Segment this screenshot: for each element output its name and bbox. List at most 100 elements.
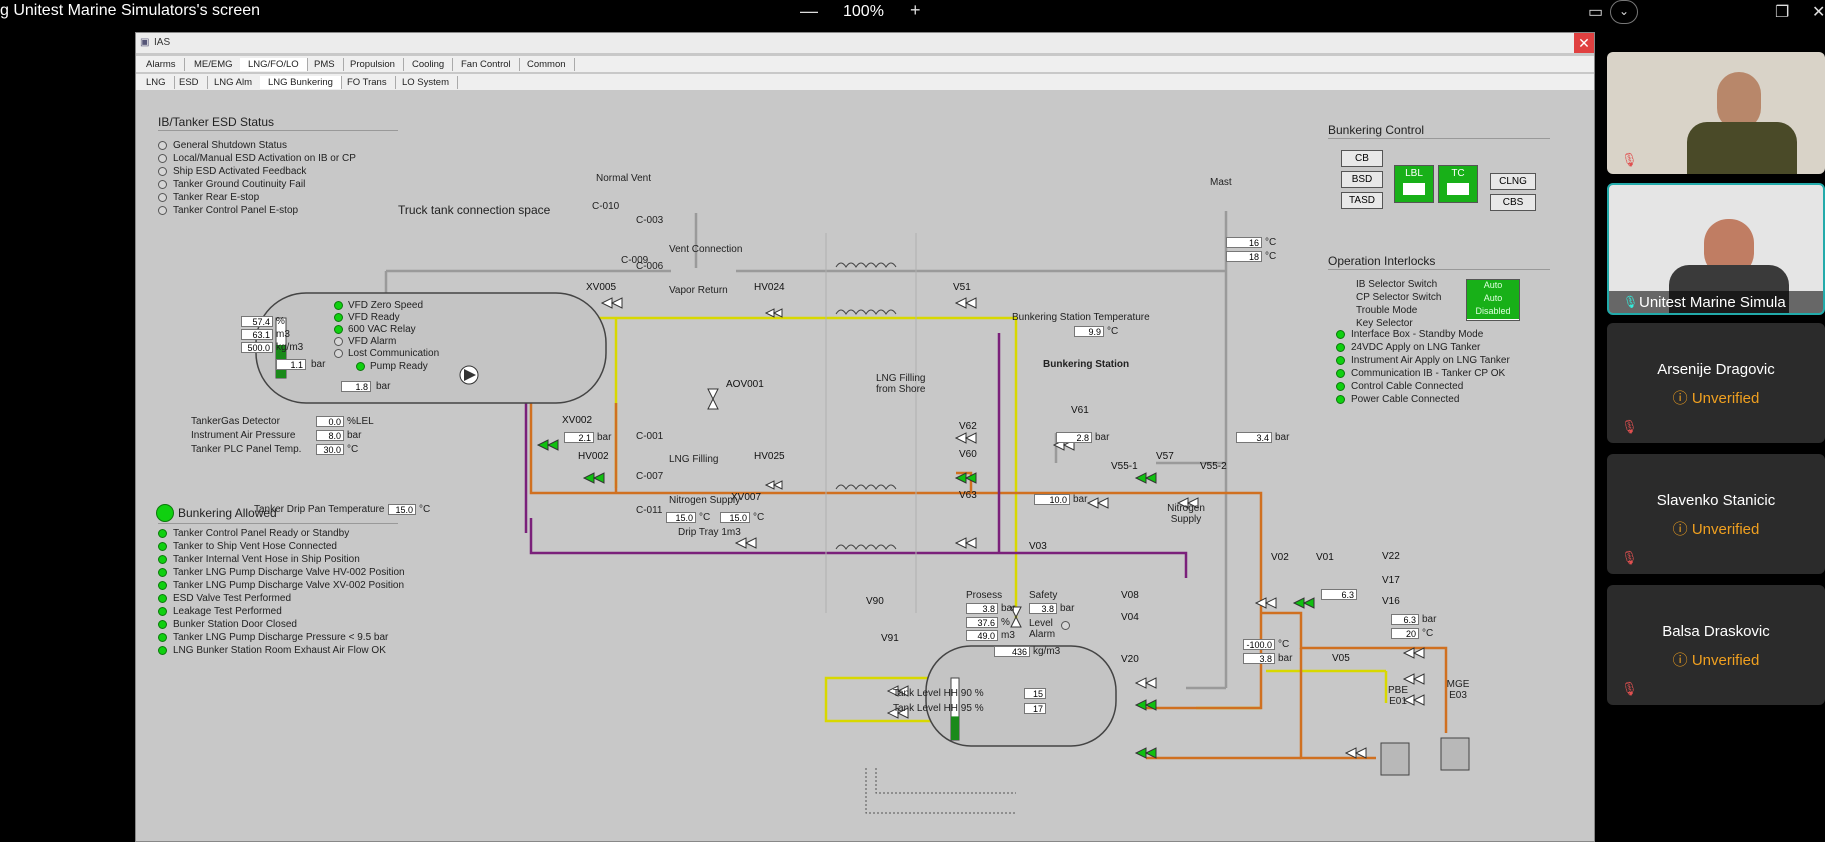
lng-filling-line [476,371,1263,710]
status-lamp [1336,343,1345,352]
tab-me-emg[interactable]: ME/EMG [186,58,242,71]
zoom-out-button[interactable]: — [800,1,818,21]
tab-propulsion[interactable]: Propulsion [342,58,404,71]
participant-video-tile[interactable]: 🎙 [1607,52,1825,174]
status-lamp [158,180,167,189]
valve-tag-hv025[interactable]: HV025 [754,451,785,462]
valve-tag-hv002[interactable]: HV002 [578,451,609,462]
valve-tag-v63[interactable]: V63 [959,490,977,501]
participants-panel: 🎙 🎙 Unitest Marine Simula Arsenije Drago… [1607,26,1825,842]
valve-tag-v02[interactable]: V02 [1271,552,1289,563]
truck-level-m3: 63.1 [241,329,273,340]
clng-button[interactable]: CLNG [1490,173,1536,190]
participant-status: ⓘ Unverified [1607,518,1825,539]
allowed-label: Tanker LNG Pump Discharge Valve HV-002 P… [173,567,405,578]
tab-fo-trans[interactable]: FO Trans [339,76,396,89]
valve-tag-v55-1[interactable]: V55-1 [1111,461,1138,472]
active-speaker-tile[interactable]: 🎙 Unitest Marine Simula [1607,183,1825,315]
filling-hose [835,484,897,490]
tab-lng[interactable]: LNG [138,76,175,89]
cbs-button[interactable]: CBS [1490,194,1536,211]
valve-tag-xv007[interactable]: XV007 [731,492,762,503]
valve-tag-xv002[interactable]: XV002 [562,415,593,426]
cb-button[interactable]: CB [1341,150,1383,167]
tank-density: 436 [994,646,1030,657]
bsd-button[interactable]: BSD [1341,171,1383,188]
vfd-label: Lost Communication [348,347,440,359]
name-overlay [1609,291,1823,313]
valve-tag-v55-2[interactable]: V55-2 [1200,461,1227,472]
participant-tile[interactable]: Balsa Draskovic ⓘ Unverified 🎙 [1607,585,1825,705]
valve-tag-v90[interactable]: V90 [866,596,884,607]
vfd-item: 600 VAC Relay [334,323,439,335]
valve-tag-v51[interactable]: V51 [953,282,971,293]
tab-cooling[interactable]: Cooling [404,58,454,71]
v17-valve-icon [1402,673,1425,685]
valve-tag-v57[interactable]: V57 [1156,451,1174,462]
allowed-label: ESD Valve Test Performed [173,593,292,604]
tc-button[interactable]: TC [1438,165,1478,203]
status-lamp [158,555,167,564]
valve-tag-aov001[interactable]: AOV001 [726,379,764,390]
status-lamp [1336,369,1345,378]
c003-label: C-003 [636,215,664,226]
participant-name: Unitest Marine Simula [1639,294,1786,311]
chevron-down-icon: ⌄ [1618,4,1630,18]
c001-label: C-001 [636,431,664,442]
v16-valve-icon [1402,694,1425,706]
ba-divider [158,523,398,524]
close-window-icon[interactable]: ✕ [1812,4,1825,21]
valve-tag-v16[interactable]: V16 [1382,596,1400,607]
tasd-button[interactable]: TASD [1341,192,1383,209]
tab-common[interactable]: Common [519,58,575,71]
lbl-button[interactable]: LBL [1394,165,1434,203]
tab-lng-bunkering[interactable]: LNG Bunkering [260,76,342,89]
participant-tile[interactable]: Slavenko Stanicic ⓘ Unverified 🎙 [1607,454,1825,574]
status-lamp [158,206,167,215]
valve-tag-v62[interactable]: V62 [959,421,977,432]
restore-window-icon[interactable]: ❐ [1775,4,1790,21]
tab-lo-system[interactable]: LO System [394,76,458,89]
zoom-in-button[interactable]: + [910,0,921,20]
vent-connection-label: Vent Connection [669,244,743,255]
valve-tag-v05[interactable]: V05 [1332,653,1350,664]
zoom-level: 100% [843,3,884,20]
tab-lng-alm[interactable]: LNG Alm [206,76,262,89]
valve-tag-hv024[interactable]: HV024 [754,282,785,293]
normal-vent-label: Normal Vent [596,173,652,184]
valve-tag-v01[interactable]: V01 [1316,552,1334,563]
esd-list: General Shutdown Status Local/Manual ESD… [158,139,356,217]
truck-pressure: 1.1 [276,359,306,370]
allowed-label: Tanker LNG Pump Discharge Valve XV-002 P… [173,580,405,591]
tab-lng-fo-lo[interactable]: LNG/FO/LO [240,58,308,71]
tab-pms[interactable]: PMS [306,58,344,71]
mic-off-icon: 🎙 [1621,152,1638,167]
valve-tag-v03[interactable]: V03 [1029,541,1047,552]
drip-pan-label: Tanker Drip Pan Temperature [254,504,385,515]
tab-alarms[interactable]: Alarms [138,58,185,71]
esd-item: Tanker Ground Coutinuity Fail [158,178,356,191]
mic-on-icon: 🎙 [1623,295,1639,309]
tab-esd[interactable]: ESD [171,76,208,89]
valve-tag-v04[interactable]: V04 [1121,612,1139,623]
participant-tile[interactable]: Arsenije Dragovic ⓘ Unverified 🎙 [1607,323,1825,443]
interlock-label: Interface Box - Standby Mode [1351,329,1484,340]
valve-tag-v20[interactable]: V20 [1121,654,1139,665]
lng-level-fill [951,716,959,740]
vfd-item: VFD Ready [334,311,439,323]
valve-tag-v60[interactable]: V60 [959,449,977,460]
collapse-button[interactable]: ⌄ [1610,0,1638,24]
ias-close-button[interactable]: ✕ [1574,33,1594,53]
valve-tag-xv005[interactable]: XV005 [586,282,617,293]
warning-icon: ⓘ [1672,390,1688,407]
valve-tag-v61[interactable]: V61 [1071,405,1089,416]
valve-tag-v91[interactable]: V91 [881,633,899,644]
valve-tag-v08[interactable]: V08 [1121,590,1139,601]
interlock-label: Instrument Air Apply on LNG Tanker [1351,355,1510,366]
close-icon: ✕ [1578,35,1590,51]
valve-tag-v22[interactable]: V22 [1382,551,1400,562]
tab-fan-control[interactable]: Fan Control [453,58,520,71]
mast-temp-1: 16 [1226,237,1262,248]
screen-icon[interactable]: ▭ [1588,4,1604,21]
valve-tag-v17[interactable]: V17 [1382,575,1400,586]
